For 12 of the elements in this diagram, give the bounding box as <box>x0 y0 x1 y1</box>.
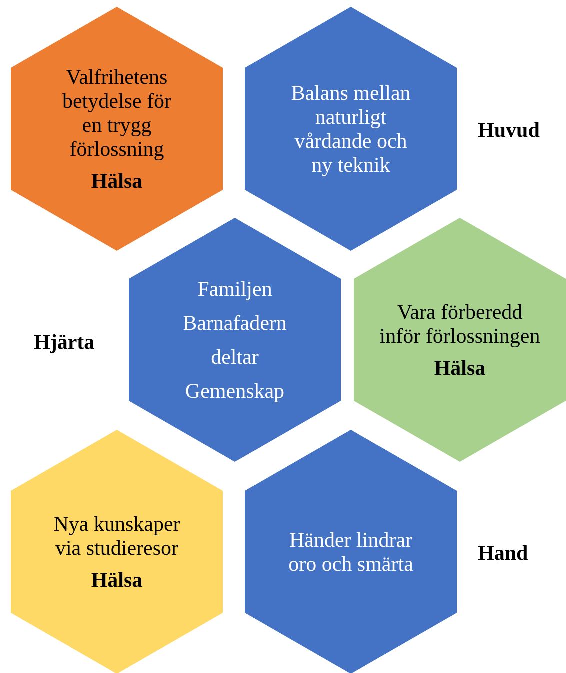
hexagon-text: Balans mellan naturligt vårdande och ny teknik <box>290 81 412 177</box>
hexagon-text: Händer lindrar oro och smärta <box>288 528 414 576</box>
hexagon-text: Familjen Barnafadern deltar Gemenskap <box>182 276 288 405</box>
category-label: Hälsa <box>434 356 486 380</box>
side-label: Huvud <box>478 118 540 143</box>
category-label: Hälsa <box>91 168 143 194</box>
side-label: Hand <box>478 541 528 566</box>
category-label: Hälsa <box>91 568 143 592</box>
hexagon-text: Nya kunskaper via studieresor <box>52 512 182 560</box>
side-label: Hjärta <box>34 330 95 355</box>
hexagon-text: Valfrihetens betydelse för en trygg förlossning <box>61 64 173 160</box>
hexagon-text: Vara förberedd inför förlossningen <box>378 300 542 348</box>
